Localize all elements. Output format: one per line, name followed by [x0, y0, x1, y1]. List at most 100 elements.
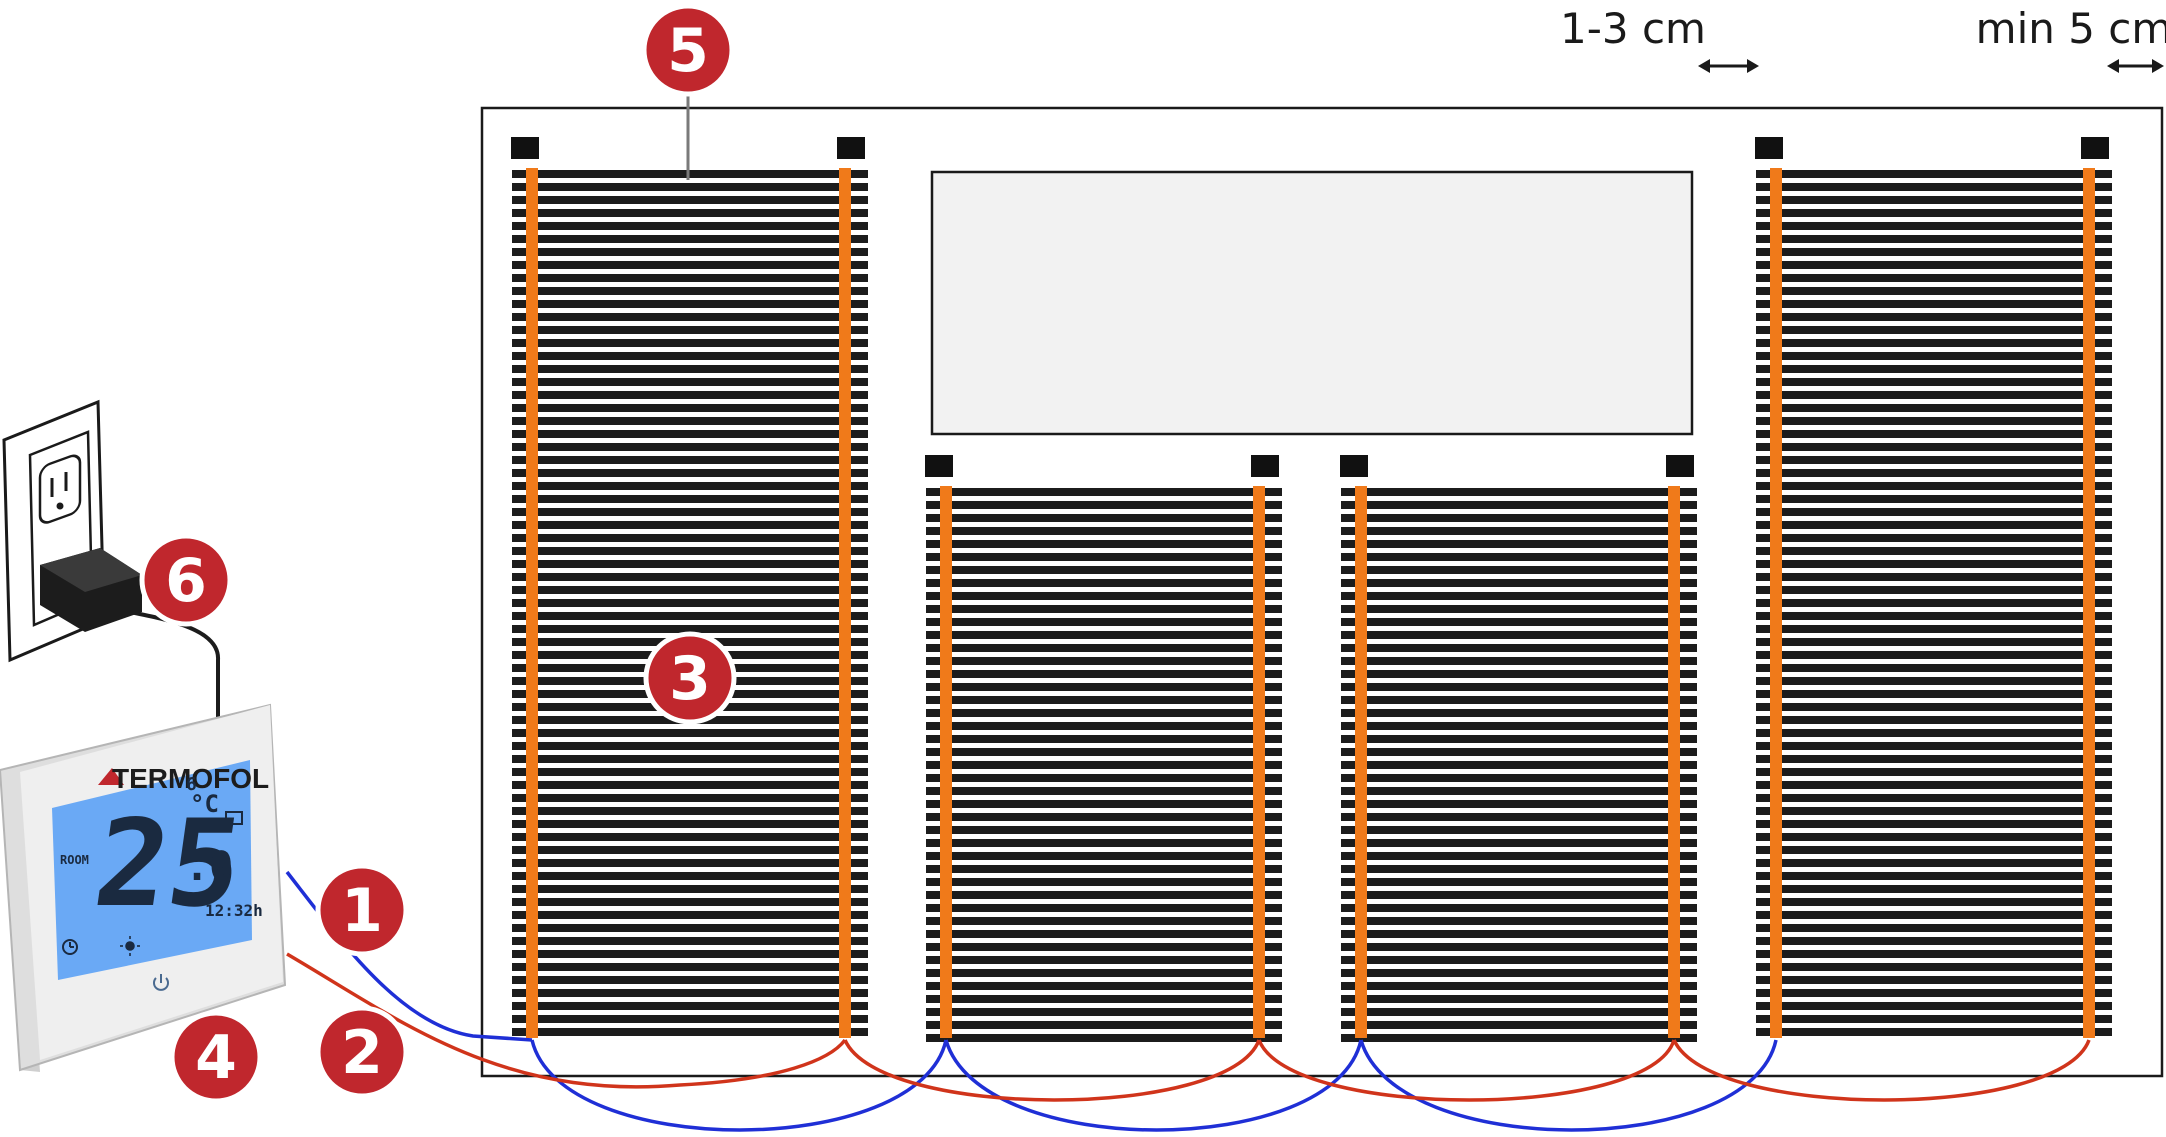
- badge-number: 5: [667, 16, 709, 86]
- film-stripe: [1756, 235, 2112, 243]
- film-stripe: [1756, 196, 2112, 204]
- film-stripe: [1756, 703, 2112, 711]
- film-stripe: [926, 839, 1282, 847]
- film-stripe: [1341, 553, 1697, 561]
- film-stripe: [1756, 183, 2112, 191]
- film-stripe: [512, 287, 868, 295]
- power-button-icon[interactable]: [153, 974, 169, 991]
- film-stripe: [1341, 774, 1697, 782]
- sun-icon: [120, 936, 140, 956]
- film-stripe: [1341, 618, 1697, 626]
- badge-4: 4: [169, 1010, 263, 1104]
- film-stripe: [512, 417, 868, 425]
- film-stripe: [926, 969, 1282, 977]
- film-stripe: [1756, 651, 2112, 659]
- film-stripe: [1341, 982, 1697, 990]
- film-stripe: [512, 170, 868, 178]
- film-stripe: [1341, 709, 1697, 717]
- film-stripe: [1341, 878, 1697, 886]
- film-stripe: [512, 612, 868, 620]
- film-stripe: [926, 930, 1282, 938]
- badge-5: 5: [641, 3, 735, 97]
- film-stripe: [1756, 612, 2112, 620]
- film-stripe: [512, 235, 868, 243]
- connector-tab: [837, 137, 865, 159]
- film-stripe: [1756, 430, 2112, 438]
- badge-circle: [315, 1005, 409, 1099]
- film-stripe: [512, 599, 868, 607]
- film-stripe: [512, 924, 868, 932]
- film-stripe: [1756, 443, 2112, 451]
- film-stripe: [1756, 690, 2112, 698]
- film-stripe: [512, 495, 868, 503]
- clock-time: 12:32h: [205, 901, 263, 920]
- film-stripe: [926, 1008, 1282, 1016]
- badge-2: 2: [315, 1005, 409, 1099]
- film-stripe: [1756, 599, 2112, 607]
- film-stripe: [1341, 657, 1697, 665]
- film-stripe: [1756, 287, 2112, 295]
- film-stripe: [512, 768, 868, 776]
- film-stripe: [1756, 807, 2112, 815]
- film-stripe: [1341, 605, 1697, 613]
- temperature-decimal: .0: [185, 844, 233, 890]
- film-stripe: [1341, 956, 1697, 964]
- connector-tab: [511, 137, 539, 159]
- film-stripe: [1341, 891, 1697, 899]
- film-stripe: [1341, 566, 1697, 574]
- film-stripe: [1341, 540, 1697, 548]
- film-stripe: [1756, 209, 2112, 217]
- film-stripe: [1756, 625, 2112, 633]
- film-stripe: [1756, 560, 2112, 568]
- film-stripe: [1756, 989, 2112, 997]
- program-icon: [225, 811, 243, 825]
- film-stripe: [1756, 417, 2112, 425]
- film-stripe: [512, 196, 868, 204]
- excluded-zone: [930, 170, 1694, 436]
- film-stripe: [1756, 976, 2112, 984]
- film-stripe: [512, 378, 868, 386]
- film-stripe: [926, 917, 1282, 925]
- film-stripe: [1756, 820, 2112, 828]
- film-stripe: [1756, 170, 2112, 178]
- film-stripe: [1756, 534, 2112, 542]
- film-stripe: [1756, 950, 2112, 958]
- film-stripe: [926, 579, 1282, 587]
- connector-tab: [1666, 455, 1694, 477]
- film-stripe: [926, 800, 1282, 808]
- film-stripe: [1341, 1008, 1697, 1016]
- film-stripe: [1341, 722, 1697, 730]
- film-stripe: [1341, 644, 1697, 652]
- connector-tab: [1251, 455, 1279, 477]
- film-stripe: [926, 826, 1282, 834]
- film-stripe: [1756, 469, 2112, 477]
- mode-label: ROOM: [60, 853, 89, 867]
- badge-circle: [643, 631, 737, 725]
- set-value: 6: [186, 774, 197, 795]
- film-stripe: [1756, 352, 2112, 360]
- film-stripe: [1756, 456, 2112, 464]
- film-stripe: [1756, 1002, 2112, 1010]
- film-stripe: [926, 657, 1282, 665]
- film-stripe: [512, 586, 868, 594]
- copper-busbar: [1668, 486, 1680, 1038]
- film-stripe: [926, 683, 1282, 691]
- film-stripe: [512, 300, 868, 308]
- badge-6: 6: [139, 533, 233, 627]
- film-stripe: [1756, 846, 2112, 854]
- film-stripe: [1341, 813, 1697, 821]
- film-stripe: [512, 365, 868, 373]
- film-stripe: [1341, 995, 1697, 1003]
- film-stripe: [512, 430, 868, 438]
- film-stripe: [512, 1015, 868, 1023]
- film-stripe: [1341, 514, 1697, 522]
- heating-film-panel-2: [925, 455, 1282, 1042]
- film-stripe: [1756, 586, 2112, 594]
- film-stripe: [512, 911, 868, 919]
- film-stripe: [926, 514, 1282, 522]
- film-stripe: [512, 248, 868, 256]
- film-stripe: [1756, 365, 2112, 373]
- film-stripe: [926, 488, 1282, 496]
